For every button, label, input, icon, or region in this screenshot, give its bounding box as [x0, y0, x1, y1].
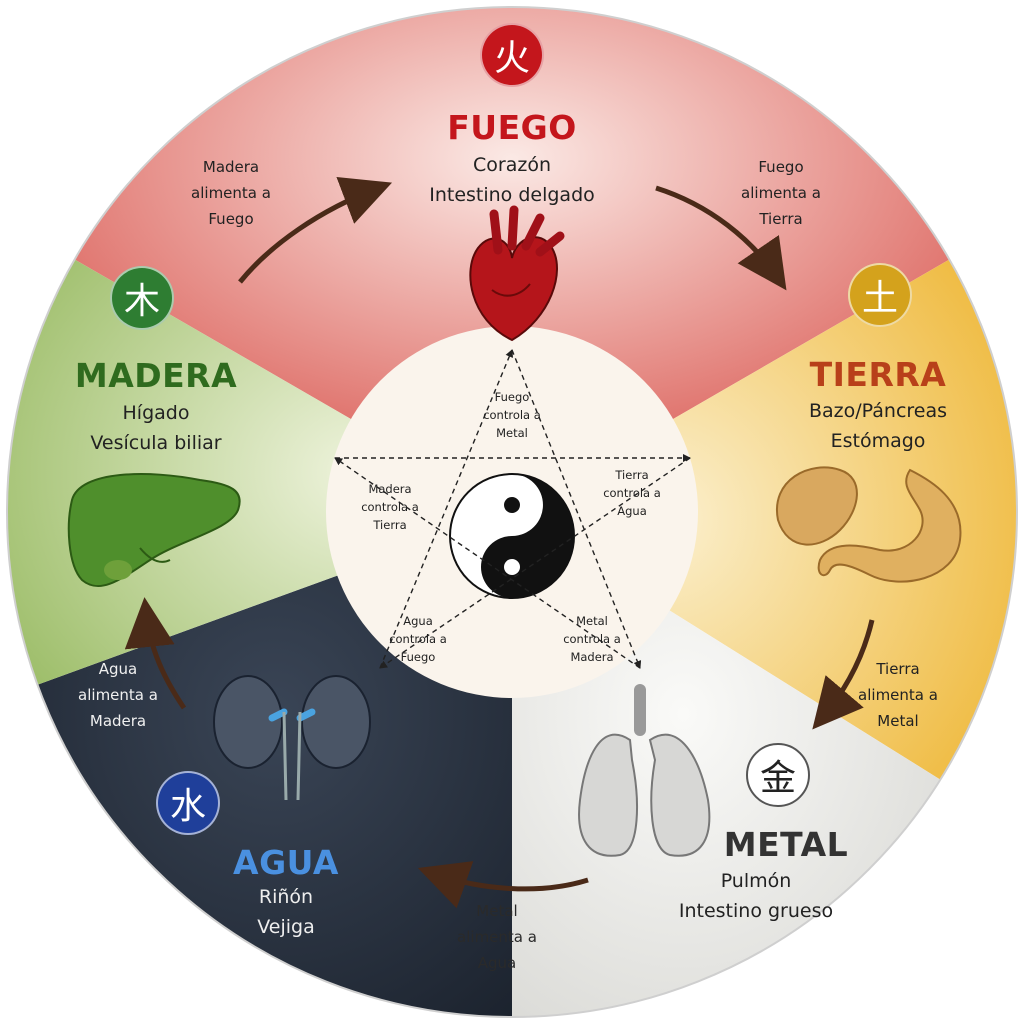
outer-ring: [6, 6, 1018, 1018]
control-label-earth-water: Tierra: [615, 468, 649, 482]
kidneys-icon: [213, 675, 371, 801]
feed-label-fire-earth: Fuego: [758, 158, 804, 176]
liver-icon: [67, 473, 241, 588]
element-name-metal: METAL: [723, 825, 849, 864]
control-label-wood-earth: controla a: [361, 500, 419, 514]
feed-label-earth-metal: Metal: [877, 712, 919, 730]
element-badge-earth: 土: [848, 263, 912, 327]
control-label-water-fire: controla a: [389, 632, 447, 646]
control-label-wood-earth: Tierra: [373, 518, 407, 532]
feed-arrow-metal-water: [417, 861, 589, 909]
control-label-earth-water: Agua: [617, 504, 647, 518]
organ-label-water: Riñón: [258, 886, 314, 908]
feed-label-earth-metal: alimenta a: [858, 686, 938, 704]
control-arrow-metal-wood: [334, 457, 641, 669]
feed-arrow-fire-earth: [655, 185, 787, 291]
organ-label-fire: Intestino delgado: [429, 184, 595, 206]
feed-label-fire-earth: alimenta a: [741, 184, 821, 202]
control-label-fire-metal: Metal: [496, 426, 528, 440]
feed-label-metal-water: Metal: [476, 902, 518, 920]
heart-icon: [469, 205, 565, 342]
feed-arrow-water-wood: [124, 597, 187, 710]
element-badge-fire: 火: [480, 23, 544, 87]
feed-label-wood-fire: Fuego: [208, 210, 254, 228]
organ-label-metal: Pulmón: [720, 870, 792, 892]
control-label-earth-water: controla a: [603, 486, 661, 500]
control-label-fire-metal: controla a: [483, 408, 541, 422]
element-badge-water: 水: [156, 771, 220, 835]
feed-arrow-earth-metal: [812, 619, 875, 730]
organ-label-water: Vejiga: [257, 916, 315, 938]
feed-label-earth-metal: Tierra: [876, 660, 920, 678]
organ-label-fire: Corazón: [473, 154, 551, 176]
feed-label-water-wood: Madera: [89, 712, 147, 730]
element-badge-wood: 木: [110, 266, 174, 330]
yin-yang-icon: [449, 473, 575, 599]
feed-label-wood-fire: alimenta a: [191, 184, 271, 202]
feed-label-water-wood: alimenta a: [78, 686, 158, 704]
feed-arrow-wood-fire: [238, 177, 393, 284]
element-badge-metal: 金: [746, 743, 810, 807]
feed-label-fire-earth: Tierra: [759, 210, 803, 228]
organ-label-wood: Hígado: [122, 402, 190, 424]
element-name-fire: FUEGO: [447, 108, 577, 147]
organ-label-earth: Bazo/Páncreas: [808, 400, 948, 422]
control-label-water-fire: Fuego: [400, 650, 436, 664]
control-label-metal-wood: controla a: [563, 632, 621, 646]
organ-label-metal: Intestino grueso: [678, 900, 834, 922]
control-label-metal-wood: Metal: [576, 614, 608, 628]
lungs-icon: [578, 684, 711, 857]
control-label-water-fire: Agua: [403, 614, 433, 628]
element-name-wood: MADERA: [74, 356, 238, 395]
element-name-water: AGUA: [233, 843, 339, 882]
organ-label-wood: Vesícula biliar: [90, 432, 222, 454]
control-arrow-water-fire: [379, 349, 514, 669]
feed-label-metal-water: alimenta a: [457, 928, 537, 946]
feed-label-metal-water: Agua: [477, 954, 517, 972]
organ-label-earth: Estómago: [830, 430, 926, 452]
control-arrow-fire-metal: [511, 349, 642, 669]
control-label-fire-metal: Fuego: [494, 390, 530, 404]
element-name-earth: TIERRA: [809, 355, 947, 394]
sector-wood: [6, 259, 512, 685]
control-label-metal-wood: Madera: [570, 650, 614, 664]
feed-label-water-wood: Agua: [98, 660, 138, 678]
sector-earth: [512, 259, 1018, 780]
spleen-stomach-icon: [775, 466, 962, 583]
feed-label-wood-fire: Madera: [202, 158, 260, 176]
control-label-wood-earth: Madera: [368, 482, 412, 496]
